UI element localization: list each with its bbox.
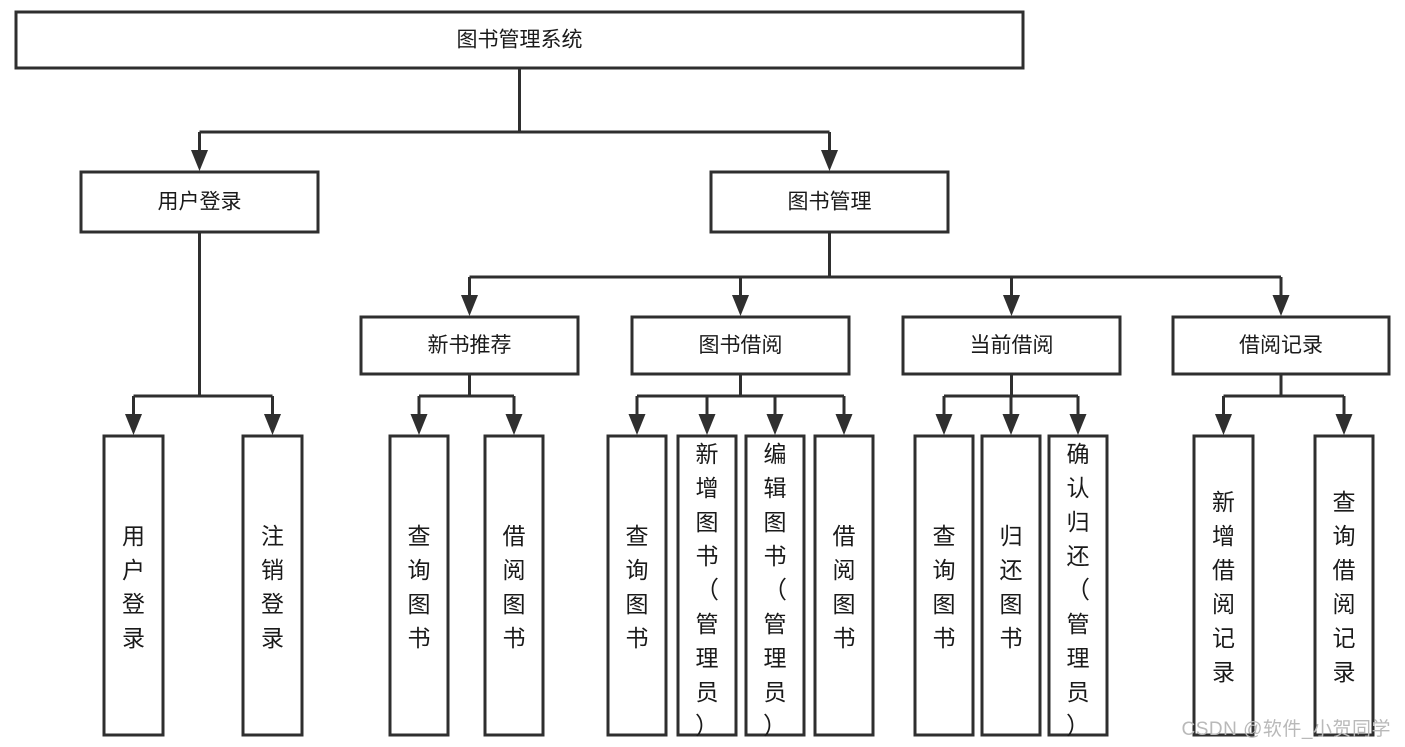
node-label: 查询图书 [626,523,649,651]
connector-layer [125,68,1353,435]
node-label: 编辑图书（管理员） [763,441,787,740]
node-leaf-rec-query[interactable]: 查询图书 [388,434,450,737]
node-label: 新增图书（管理员） [695,441,719,740]
arrow-head [628,414,646,435]
arrow-head [732,295,749,316]
arrow-head [698,414,716,435]
node-root[interactable]: 图书管理系统 [14,10,1025,70]
node-leaf-borrow-edit[interactable]: 编辑图书（管理员） [744,434,806,740]
node-label: 新增借阅记录 [1212,489,1235,685]
arrow-head [935,414,953,435]
node-box [901,315,1122,376]
arrow-head [1335,414,1353,435]
arrow-head [1215,414,1232,435]
arrow-head [1272,295,1290,316]
node-box [1192,434,1255,737]
node-label: 用户登录 [122,523,145,651]
node-label: 图书管理 [788,191,872,214]
node-label: 当前借阅 [970,334,1054,357]
node-leaf-borrow-query[interactable]: 查询图书 [606,434,668,737]
node-box [14,10,1025,70]
node-label: 确认归还（管理员） [1066,441,1090,740]
arrow-head [125,414,142,435]
node-box [813,434,875,737]
arrow-head [766,414,784,435]
node-label: 借阅图书 [503,523,526,651]
node-user-login[interactable]: 用户登录 [79,170,320,234]
node-leaf-user-logout[interactable]: 注销登录 [241,434,304,737]
node-box [1313,434,1375,737]
node-borrow-record[interactable]: 借阅记录 [1171,315,1391,376]
node-label: 查询图书 [408,523,431,651]
node-leaf-rec-search[interactable]: 查询借阅记录 [1313,434,1375,737]
node-book-mgmt[interactable]: 图书管理 [709,170,950,234]
node-box [913,434,975,737]
node-label: 查询图书 [933,523,956,651]
node-label: 新书推荐 [428,334,512,357]
arrow-head [264,414,281,435]
node-box [676,434,738,737]
node-new-book-rec[interactable]: 新书推荐 [359,315,580,376]
node-label: 归还图书 [1000,523,1023,651]
node-label: 图书管理系统 [457,29,583,52]
arrow-head [835,414,853,435]
node-leaf-cur-return[interactable]: 归还图书 [980,434,1042,737]
node-box [102,434,165,737]
node-book-borrow[interactable]: 图书借阅 [630,315,851,376]
node-leaf-borrow-add[interactable]: 新增图书（管理员） [676,434,738,740]
node-leaf-rec-borrow[interactable]: 借阅图书 [483,434,545,737]
node-leaf-cur-query[interactable]: 查询图书 [913,434,975,737]
arrow-head [461,295,478,316]
node-box [79,170,320,234]
node-box [1171,315,1391,376]
node-box [483,434,545,737]
node-box [241,434,304,737]
node-box [359,315,580,376]
node-label: 借阅记录 [1239,334,1323,357]
arrow-head [191,150,208,171]
node-box [709,170,950,234]
node-label: 用户登录 [158,191,242,214]
node-layer: 图书管理系统用户登录图书管理新书推荐图书借阅当前借阅借阅记录用户登录注销登录查询… [14,10,1391,740]
node-leaf-cur-confirm[interactable]: 确认归还（管理员） [1047,434,1109,740]
node-label: 借阅图书 [833,523,856,651]
node-label: 注销登录 [261,523,284,651]
watermark-text: CSDN @软件_小贺同学 [1181,719,1391,740]
arrow-head [1069,414,1087,435]
node-box [630,315,851,376]
node-box [744,434,806,737]
arrow-head [821,150,838,171]
node-box [606,434,668,737]
arrow-head [1003,295,1020,316]
arrow-head [505,414,523,435]
node-box [980,434,1042,737]
node-leaf-rec-add[interactable]: 新增借阅记录 [1192,434,1255,737]
node-box [1047,434,1109,737]
arrow-head [410,414,428,435]
node-label: 查询借阅记录 [1333,489,1356,685]
node-leaf-borrow-lend[interactable]: 借阅图书 [813,434,875,737]
arrow-head [1002,414,1020,435]
node-box [388,434,450,737]
node-current-borrow[interactable]: 当前借阅 [901,315,1122,376]
node-leaf-user-login[interactable]: 用户登录 [102,434,165,737]
node-label: 图书借阅 [699,334,783,357]
